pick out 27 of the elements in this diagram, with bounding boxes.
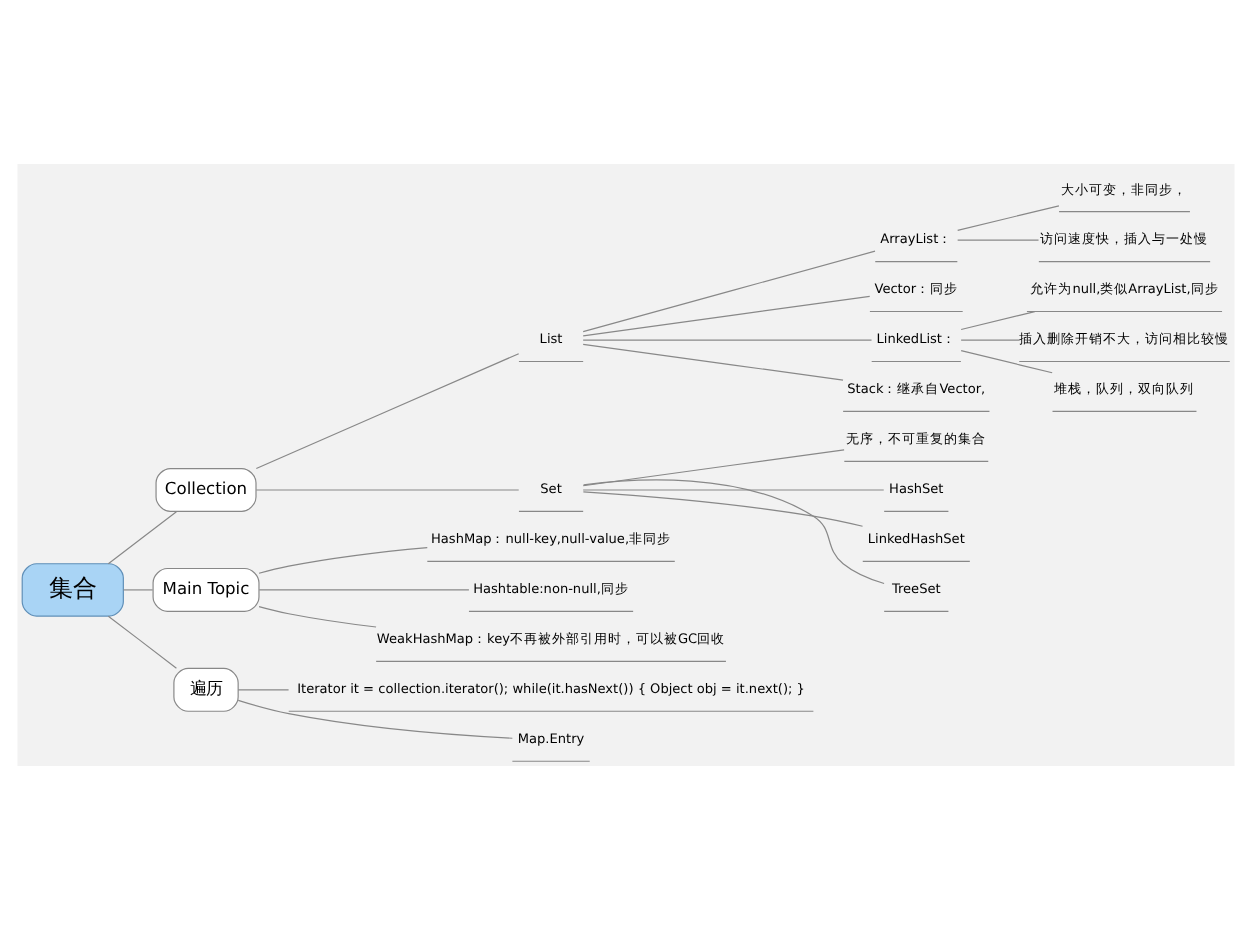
connector [582, 448, 845, 486]
connector [960, 338, 1020, 340]
node-box: Main Topic [152, 566, 260, 611]
connector [255, 352, 520, 469]
connector [582, 294, 871, 336]
connector [960, 349, 1053, 373]
connector [107, 614, 177, 668]
connector [258, 605, 377, 627]
connector [258, 588, 470, 590]
connector [957, 204, 1060, 230]
connector [582, 342, 844, 380]
connector [237, 698, 513, 738]
connector [960, 310, 1036, 330]
connector [255, 488, 520, 490]
node-box: Collection [155, 466, 257, 511]
connector [582, 478, 885, 584]
connector [107, 510, 177, 564]
connector [582, 490, 864, 526]
connector [122, 588, 154, 590]
connector [258, 545, 428, 573]
connector [582, 249, 876, 332]
connector [582, 338, 873, 340]
connector [582, 488, 885, 490]
node-box: 遍历 [173, 666, 239, 711]
node-box: 集合 [21, 562, 124, 616]
connector [957, 238, 1040, 240]
connector [237, 688, 290, 690]
